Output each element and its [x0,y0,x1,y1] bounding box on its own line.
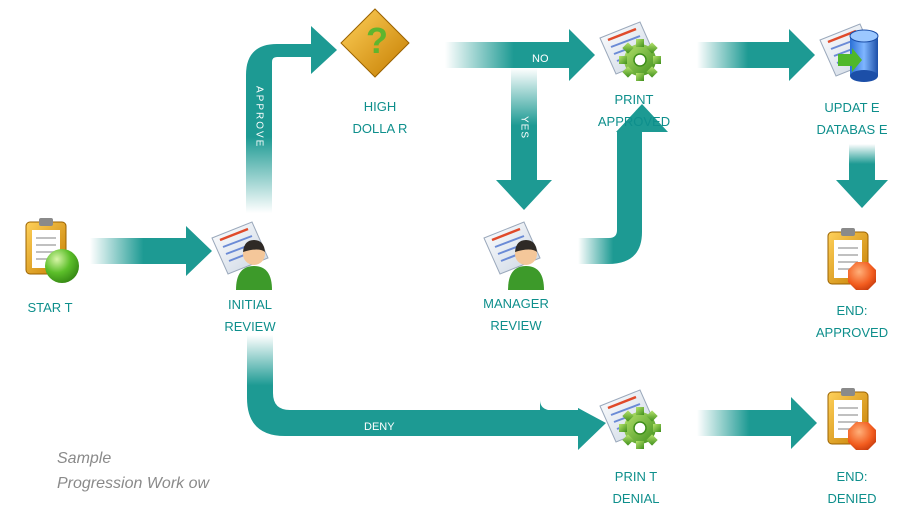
manager-review-line1: MANAGER [483,296,549,311]
document-reviewer-icon [482,220,544,290]
node-label-end-denied: END: DENIED [810,466,894,510]
print-approved-line1: PRINT [614,92,654,107]
arrow-print-approved-to-update-database [697,29,815,81]
node-label-end-approved: END: APPROVED [810,300,894,344]
node-label-print-approved: PRINT APPROVED [584,89,684,133]
edge-label-approve-up: APPROVE [254,86,265,148]
document-database-icon [818,22,879,82]
diagram-caption: Sample Progression Work ow [57,446,209,496]
caption-line1: Sample [57,450,112,467]
document-gear-icon [598,388,662,450]
arrow-manager-deny-merge [514,338,560,436]
arrow-approve-to-high-dollar [246,26,337,213]
print-approved-line2: APPROVED [597,114,671,129]
arrow-deny-to-print-denial [247,335,606,450]
end-approved-line2: APPROVED [815,325,889,340]
end-denied-line2: DENIED [827,491,877,506]
high-dollar-line1: HIGH [363,99,397,114]
clipboard-stop-icon [827,387,876,450]
caption-line2: Progression Work ow [57,475,210,492]
arrow-no-to-print-approved [445,29,595,81]
edge-label-approve-manager: APPROVE [646,146,657,208]
diamond-question-icon: ? [340,8,410,78]
clipboard-stop-icon [827,227,876,290]
edge-label-no: NO [532,53,549,65]
initial-review-line2: REVIEW [224,319,276,334]
manager-review-line2: REVIEW [490,318,542,333]
end-denied-line1: END: [836,469,868,484]
node-label-initial-review: INITIAL REVIEW [200,294,300,338]
print-denial-line2: DENIAL [612,491,660,506]
high-dollar-line2: DOLLA R [352,121,408,136]
document-gear-icon [598,20,662,82]
print-denial-line1: PRIN T [614,469,658,484]
node-label-manager-review: MANAGER REVIEW [466,293,566,337]
edge-label-deny-bottom: DENY [364,421,395,433]
clipboard-green-ball-icon [25,217,79,283]
arrow-update-database-to-end-approved [836,144,888,208]
node-label-update-database: UPDAT E DATABAS E [805,97,899,141]
edge-label-deny-manager: DENY [518,364,529,396]
update-database-line1: UPDAT E [824,100,880,115]
arrow-yes-to-manager-review [496,68,552,210]
update-database-line2: DATABAS E [816,122,888,137]
node-label-print-denial: PRIN T DENIAL [586,466,686,510]
arrow-print-denial-to-end-denied [697,397,817,449]
document-reviewer-icon [210,220,272,290]
arrow-manager-approve-to-print-approved [578,104,668,264]
node-label-high-dollar: HIGH DOLLA R [340,96,420,140]
start-label: STAR T [27,300,73,315]
svg-text:?: ? [366,20,388,61]
edge-label-yes: YES [519,116,530,139]
initial-review-line1: INITIAL [227,297,273,312]
end-approved-line1: END: [836,303,868,318]
arrow-start-to-initial-review [90,226,212,276]
node-label-start: STAR T [10,297,90,319]
